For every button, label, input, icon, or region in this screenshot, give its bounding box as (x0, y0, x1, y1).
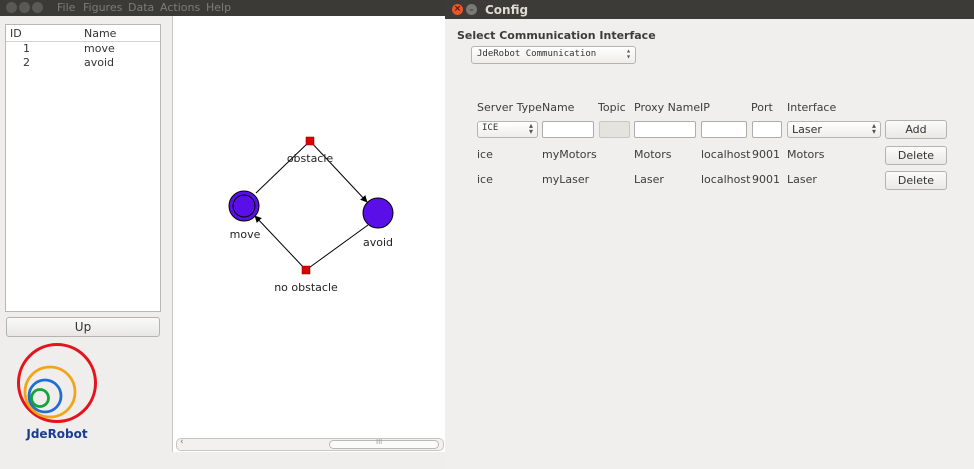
communication-select-value: JdeRobot Communication (477, 49, 597, 59)
row-name: avoid (84, 56, 115, 69)
logo-text: JdeRobot (25, 427, 88, 441)
interface-row: ice myMotors Motors localhost 9001 Motor… (445, 146, 974, 165)
header-topic: Topic (598, 101, 626, 114)
scrollbar-thumb[interactable]: III (329, 438, 439, 449)
interface-value: Laser (792, 123, 822, 136)
cell-server-type: ice (477, 173, 493, 186)
horizontal-scrollbar[interactable]: ‹ III (176, 437, 444, 451)
config-titlebar: × – Config (445, 0, 974, 19)
scroll-left-icon[interactable]: ‹ (180, 437, 184, 447)
state-label-avoid: avoid (363, 236, 393, 249)
transition-marker-obstacle[interactable] (305, 136, 315, 146)
initial-state-ring (232, 194, 256, 218)
close-icon[interactable] (6, 2, 17, 13)
menu-file[interactable]: File (57, 1, 76, 14)
name-input[interactable] (542, 121, 594, 138)
status-strip (0, 452, 445, 469)
transition-label-no-obstacle: no obstacle (274, 281, 338, 294)
cell-ip: localhost (701, 173, 751, 186)
cell-name: myMotors (542, 148, 597, 161)
grip-icon: III (376, 438, 383, 446)
jderobot-logo: JdeRobot (17, 343, 97, 441)
row-id: 1 (23, 42, 30, 55)
header-name: Name (542, 101, 575, 114)
cell-interface: Motors (787, 148, 825, 161)
cell-port: 9001 (752, 173, 780, 186)
topic-input (599, 121, 630, 138)
port-input[interactable] (752, 121, 782, 138)
communication-select[interactable]: JdeRobot Communication ▴▾ (471, 46, 636, 64)
transition-line (305, 224, 369, 271)
ip-input[interactable] (701, 121, 747, 138)
state-diagram[interactable]: move avoid obstacle no obstacle (172, 16, 445, 452)
up-button[interactable]: Up (6, 317, 160, 337)
delete-button[interactable]: Delete (885, 146, 947, 165)
logo-ring-orange (23, 365, 77, 419)
transition-arrow (254, 215, 307, 271)
menu-actions[interactable]: Actions (160, 1, 201, 14)
close-icon[interactable]: × (452, 4, 463, 15)
table-row[interactable]: 1 move (6, 42, 160, 56)
state-table[interactable]: ID Name 1 move 2 avoid (5, 24, 161, 312)
menu-data[interactable]: Data (128, 1, 155, 14)
maximize-icon[interactable] (32, 2, 43, 13)
state-label-move: move (230, 228, 261, 241)
transition-label-obstacle: obstacle (287, 152, 334, 165)
server-type-select[interactable]: ICE ▴▾ (477, 121, 538, 138)
delete-button[interactable]: Delete (885, 171, 947, 190)
cell-interface: Laser (787, 173, 817, 186)
minimize-icon[interactable] (19, 2, 30, 13)
menu-help[interactable]: Help (206, 1, 232, 14)
cell-name: myLaser (542, 173, 590, 186)
proxy-name-input[interactable] (634, 121, 696, 138)
cell-ip: localhost (701, 148, 751, 161)
header-interface: Interface (787, 101, 837, 114)
table-row[interactable]: 2 avoid (6, 56, 160, 70)
minimize-icon[interactable]: – (466, 4, 477, 15)
updown-arrow-icon: ▴▾ (626, 46, 631, 61)
interface-row: ice myLaser Laser localhost 9001 Laser D… (445, 171, 974, 190)
column-header-name[interactable]: Name (84, 27, 117, 40)
row-name: move (84, 42, 115, 55)
header-ip: IP (700, 101, 710, 114)
table-header: ID Name (6, 25, 160, 42)
config-dialog: × – Config Select Communication Interfac… (445, 0, 974, 469)
logo-ring-blue (27, 378, 63, 414)
interface-select[interactable]: Laser ▴▾ (787, 121, 881, 138)
state-avoid[interactable] (362, 197, 394, 229)
add-button[interactable]: Add (885, 120, 947, 139)
updown-arrow-icon: ▴▾ (528, 121, 533, 136)
cell-port: 9001 (752, 148, 780, 161)
section-label: Select Communication Interface (457, 29, 656, 42)
logo-ring-red (17, 343, 97, 423)
transition-line (255, 140, 311, 194)
main-window-titlebar: File Figures Data Actions Help (0, 0, 445, 16)
header-port: Port (751, 101, 773, 114)
server-type-value: ICE (482, 123, 499, 133)
transition-arrow (309, 140, 368, 203)
cell-proxy-name: Laser (634, 173, 664, 186)
dialog-title: Config (485, 3, 529, 17)
header-server-type: Server Type (477, 101, 542, 114)
cell-server-type: ice (477, 148, 493, 161)
header-proxy-name: Proxy Name (634, 101, 701, 114)
transition-marker-no-obstacle[interactable] (301, 265, 311, 275)
diagram-canvas[interactable] (172, 16, 446, 469)
row-id: 2 (23, 56, 30, 69)
menu-figures[interactable]: Figures (83, 1, 123, 14)
updown-arrow-icon: ▴▾ (871, 121, 876, 136)
logo-ring-green (30, 388, 50, 408)
cell-proxy-name: Motors (634, 148, 672, 161)
column-header-id[interactable]: ID (10, 27, 22, 40)
